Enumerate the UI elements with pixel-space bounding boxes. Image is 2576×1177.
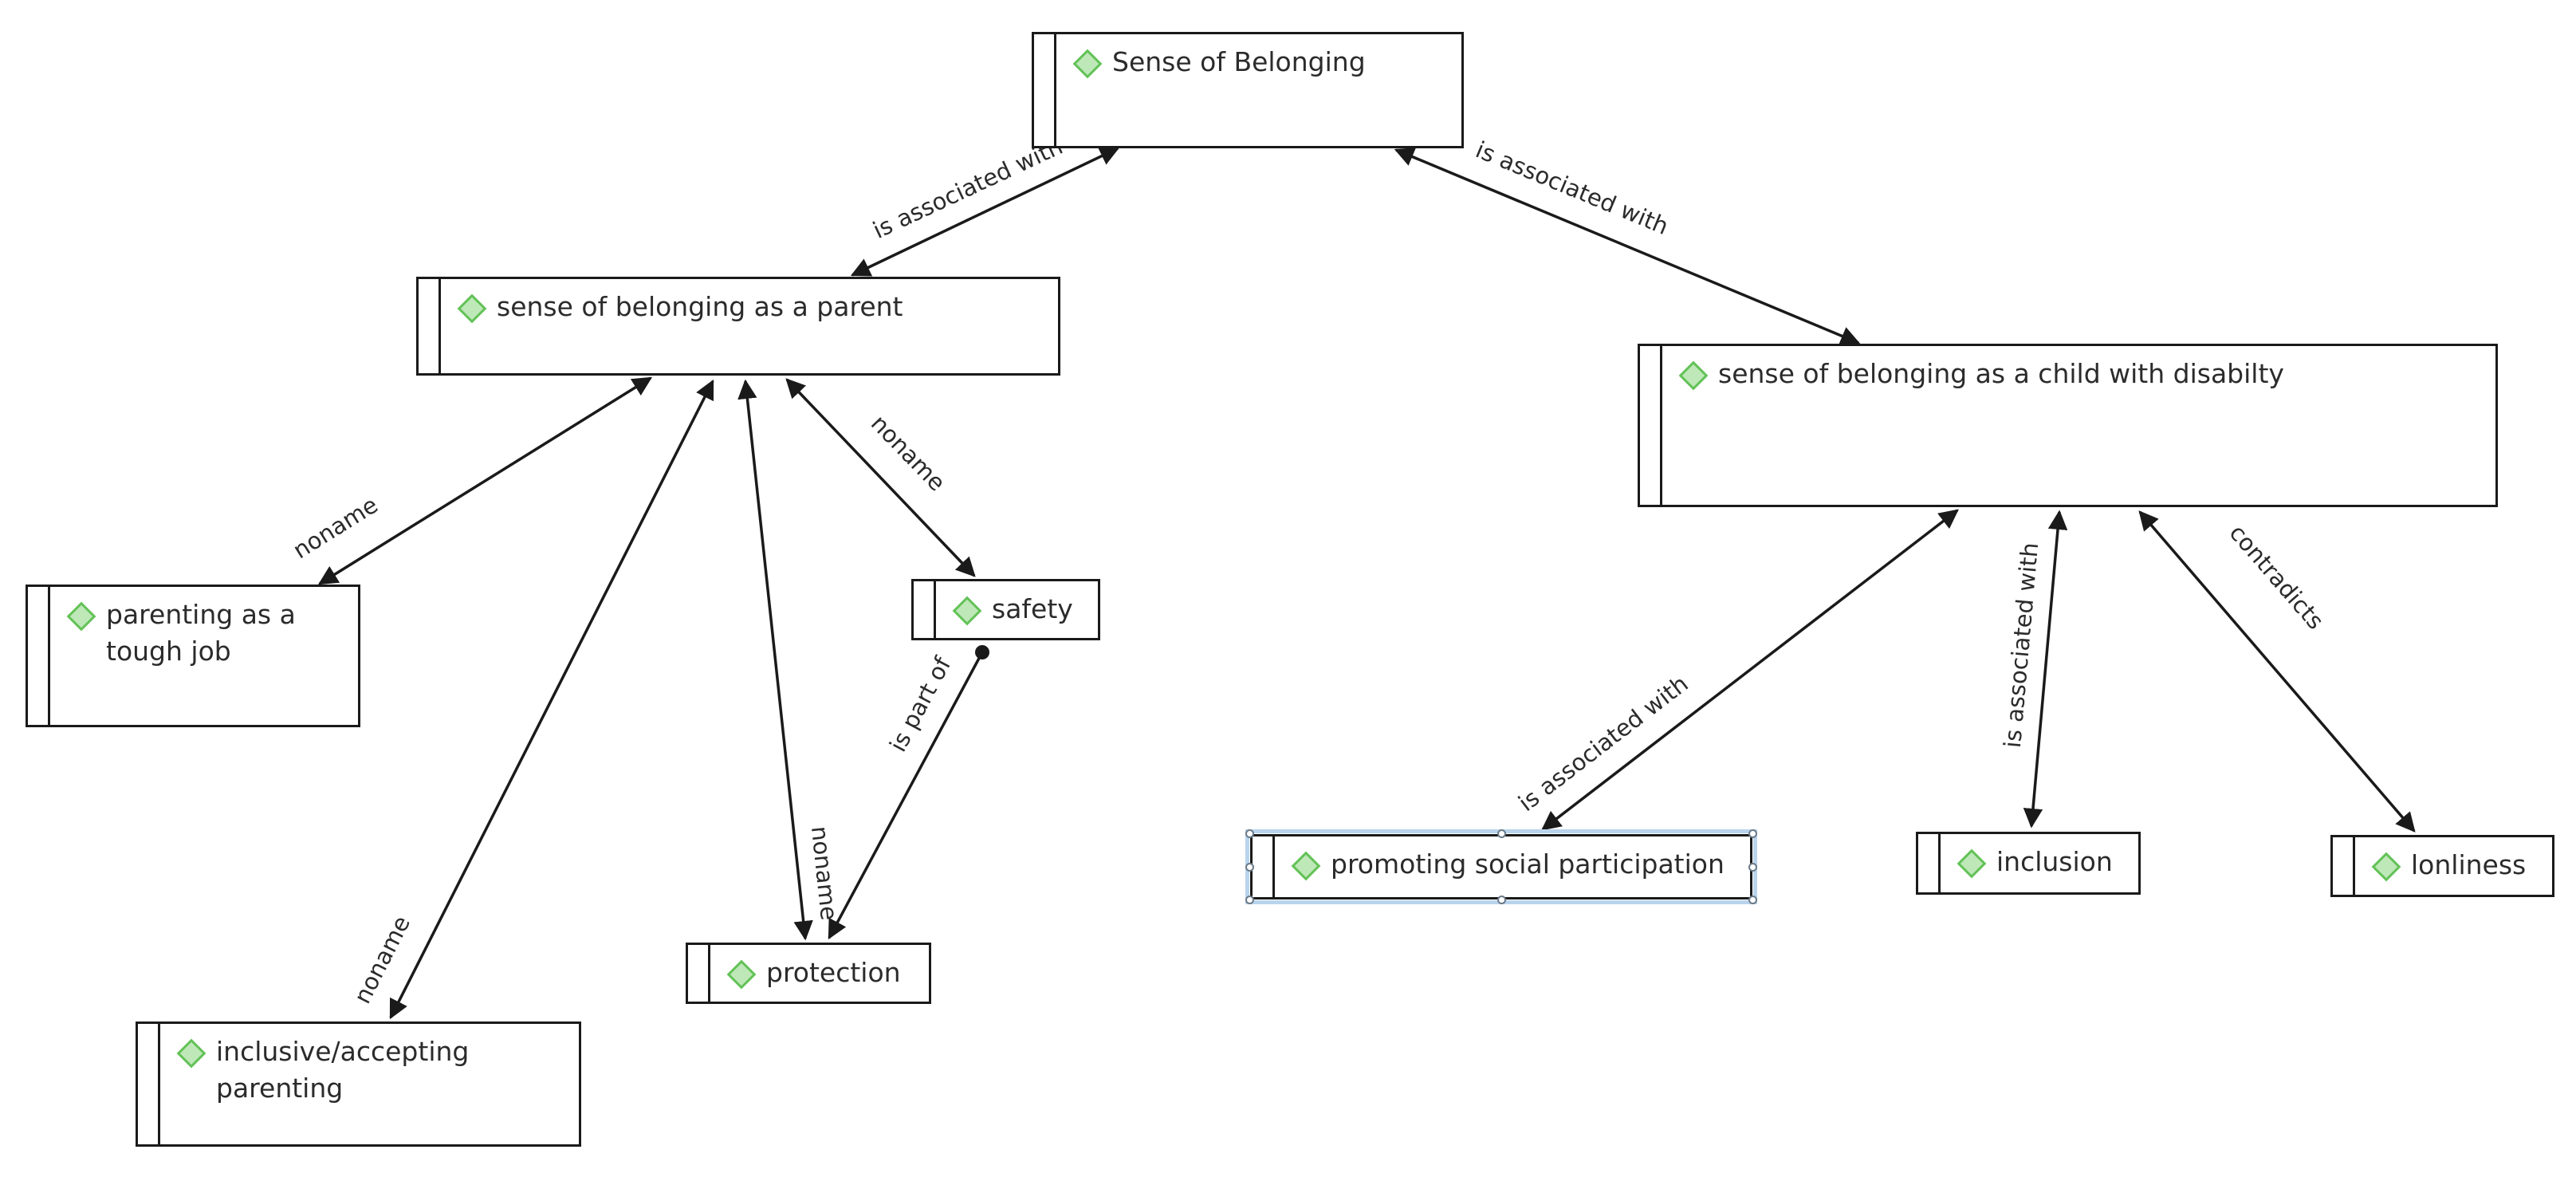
edge-belonging-to-child[interactable] [1394,148,1861,345]
node-side-bar [688,945,710,1002]
edge-safety-to-protection[interactable] [828,651,984,940]
node-side-bar [914,581,936,638]
edge-parent-to-protection[interactable] [737,379,813,941]
concept-node-belonging-as-child[interactable]: sense of belonging as a child with disab… [1638,344,2498,507]
concept-diamond-icon [1678,360,1709,391]
node-side-bar [2333,837,2355,895]
concept-diamond-icon [1957,848,1987,879]
edge-label: is associated with [1999,541,2043,749]
resize-handle[interactable] [1245,863,1254,872]
concept-diamond-icon [1072,49,1103,79]
node-label: protection [766,957,901,988]
node-label: parenting as a tough job [106,599,296,667]
edge-child-to-social-participation[interactable] [1541,509,1959,831]
node-side-bar [1640,346,1662,505]
node-label: safety [992,593,1073,624]
resize-handle[interactable] [1748,863,1757,872]
node-label: sense of belonging as a child with disab… [1718,358,2284,389]
concept-diamond-icon [457,293,487,324]
concept-diamond-icon [726,959,757,990]
edge-parent-to-tough-job[interactable] [317,376,653,585]
resize-handle[interactable] [1748,896,1757,904]
concept-node-lonliness[interactable]: lonliness [2330,835,2554,897]
node-label: sense of belonging as a parent [497,291,903,322]
node-label: lonliness [2411,849,2527,880]
edge-label: noname [866,410,951,497]
concept-node-sense-of-belonging[interactable]: Sense of Belonging [1032,32,1464,148]
edge-label: noname [348,911,415,1008]
concept-diamond-icon [1291,851,1321,881]
concept-node-belonging-as-parent[interactable]: sense of belonging as a parent [416,277,1060,376]
resize-handle[interactable] [1748,829,1757,838]
node-side-bar [28,587,50,725]
edge-label: noname [806,825,843,921]
concept-diamond-icon [176,1038,206,1069]
concept-node-social-participation[interactable]: promoting social participation [1245,829,1757,904]
node-label: inclusive/accepting parenting [216,1036,470,1104]
node-side-bar [1253,836,1275,897]
concept-diamond-icon [66,601,96,632]
edge-parent-to-safety[interactable] [785,378,976,577]
concept-node-inclusive-parenting[interactable]: inclusive/accepting parenting [136,1022,581,1147]
edge-parent-to-inclusive-parenting[interactable] [389,379,714,1020]
node-label: promoting social participation [1331,848,1725,880]
resize-handle[interactable] [1245,829,1254,838]
concept-node-protection[interactable]: protection [686,943,931,1004]
edge-child-to-inclusion[interactable] [2023,510,2068,829]
node-side-bar [1918,834,1941,892]
node-label: inclusion [1996,846,2113,877]
resize-handle[interactable] [1497,896,1506,904]
resize-handle[interactable] [1497,829,1506,838]
concept-diamond-icon [2371,852,2401,882]
node-side-bar [419,279,441,373]
edge-label: contradicts [2224,519,2330,635]
edge-safety-to-protection-dot [975,645,989,659]
edge-child-to-lonliness[interactable] [2138,510,2416,833]
edge-label: is part of [884,652,957,757]
resize-handle[interactable] [1245,896,1254,904]
edge-label: is associated with [1513,670,1693,817]
concept-node-safety[interactable]: safety [911,579,1100,640]
node-side-bar [1034,34,1056,146]
edge-parent-to-belonging[interactable] [850,147,1120,277]
concept-diamond-icon [952,596,982,626]
node-label: Sense of Belonging [1112,46,1366,77]
concept-node-inclusion[interactable]: inclusion [1916,832,2141,895]
concept-node-parenting-tough-job[interactable]: parenting as a tough job [26,585,360,727]
node-side-bar [138,1024,160,1144]
